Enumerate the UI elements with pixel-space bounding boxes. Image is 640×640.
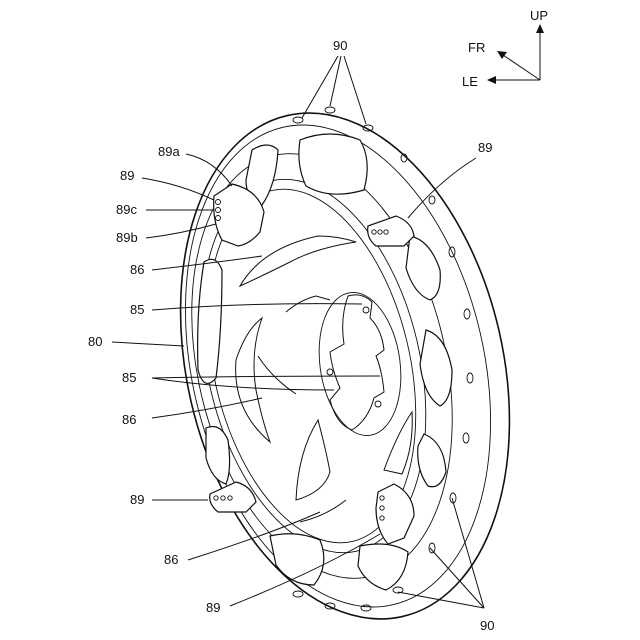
component-80 [133, 80, 557, 640]
up-label: UP [530, 8, 548, 23]
vane-86 [240, 236, 356, 286]
hole-90 [293, 117, 303, 123]
hub-bolt-hole [327, 369, 333, 375]
nozzle-body [368, 216, 414, 246]
fr-arrow-icon [497, 51, 507, 59]
rim-pad [406, 236, 440, 300]
leader-line [408, 158, 476, 218]
callout-80: 80 [88, 334, 102, 349]
hub-lobes [330, 295, 384, 430]
callout-90-bottom: 90 [480, 618, 494, 633]
hole-90 [464, 309, 470, 319]
hole-90 [463, 433, 469, 443]
rim-pad [198, 259, 222, 383]
rim-pad [299, 134, 367, 194]
hole-90 [429, 543, 435, 553]
leader-line [330, 56, 341, 106]
vane-86 [296, 420, 330, 500]
vanes-86 [236, 236, 413, 522]
hole-90 [293, 591, 303, 597]
leader-line [344, 56, 366, 124]
rim-pad [358, 544, 408, 590]
le-arrow-icon [487, 76, 496, 84]
leader-line [152, 378, 334, 390]
callout-85-upper: 85 [130, 302, 144, 317]
fr-label: FR [468, 40, 485, 55]
callout-86-upper: 86 [130, 262, 144, 277]
callout-89-left: 89 [120, 168, 134, 183]
leader-line [142, 178, 214, 200]
fr-axis-line [503, 55, 540, 80]
callout-89c: 89c [116, 202, 137, 217]
callout-85-lower: 85 [122, 370, 136, 385]
nozzle-89-right [368, 216, 414, 246]
hole-90 [361, 605, 371, 611]
vane-edge [300, 500, 346, 522]
vane-86 [236, 318, 270, 442]
nozzles-89 [210, 184, 414, 544]
rim-pad [206, 427, 230, 485]
nozzle-body [210, 482, 256, 512]
nozzle-89-bottom [376, 484, 414, 544]
hole-90 [429, 196, 435, 204]
vane-86 [384, 412, 412, 474]
callout-89b: 89b [116, 230, 138, 245]
hub-85 [310, 287, 409, 441]
nozzle-89-lower-left [210, 482, 256, 512]
hole-90 [467, 373, 473, 383]
hub-outer [310, 287, 409, 441]
rim-pad [418, 434, 446, 487]
callout-89-bottom: 89 [206, 600, 220, 615]
leader-line [302, 56, 338, 118]
hub-bolt-hole [375, 401, 381, 407]
callout-86-lower: 86 [164, 552, 178, 567]
up-arrow-icon [536, 24, 544, 33]
callout-89-lower-left: 89 [130, 492, 144, 507]
callout-90-top: 90 [333, 38, 347, 53]
callout-86-middle: 86 [122, 412, 136, 427]
le-label: LE [462, 74, 478, 89]
callout-89-right: 89 [478, 140, 492, 155]
callout-89a: 89a [158, 144, 180, 159]
nozzle-body [376, 484, 414, 544]
leader-line [112, 342, 184, 346]
hub-bolt-hole [363, 307, 369, 313]
orientation-indicator: UP FR LE [462, 8, 548, 89]
hole-90 [325, 107, 335, 113]
